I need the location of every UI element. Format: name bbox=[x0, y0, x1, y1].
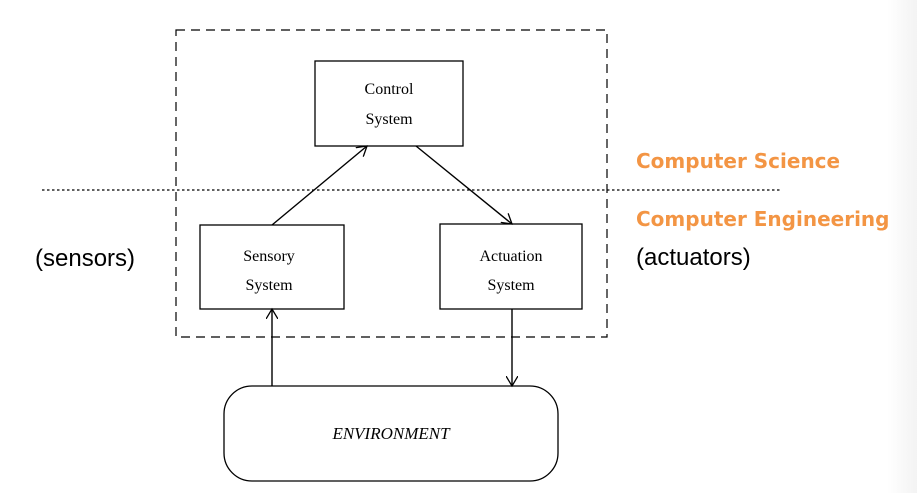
control-system-label-line2: System bbox=[365, 111, 413, 128]
computer-engineering-label: Computer Engineering bbox=[636, 207, 889, 231]
sensory-system-node: Sensory System bbox=[199, 224, 345, 310]
environment-label: ENVIRONMENT bbox=[331, 424, 451, 443]
sensory-system-label-line1: Sensory bbox=[243, 248, 295, 265]
control-system-label-line1: Control bbox=[365, 81, 414, 98]
actuation-system-label-line1: Actuation bbox=[479, 248, 542, 265]
control-system-node: Control System bbox=[314, 60, 464, 147]
arrow-sensory-to-control bbox=[271, 146, 367, 226]
right-edge-shadow bbox=[887, 0, 917, 493]
sensory-system-label-line2: System bbox=[245, 277, 293, 294]
sensors-label: (sensors) bbox=[35, 245, 135, 272]
computer-science-label: Computer Science bbox=[636, 149, 840, 173]
arrow-control-to-actuation bbox=[415, 145, 512, 224]
actuators-label: (actuators) bbox=[636, 244, 751, 271]
actuation-system-node: Actuation System bbox=[439, 223, 583, 310]
environment-node: ENVIRONMENT bbox=[223, 385, 559, 482]
system-boundary bbox=[175, 29, 608, 338]
actuation-system-label-line2: System bbox=[487, 277, 535, 294]
